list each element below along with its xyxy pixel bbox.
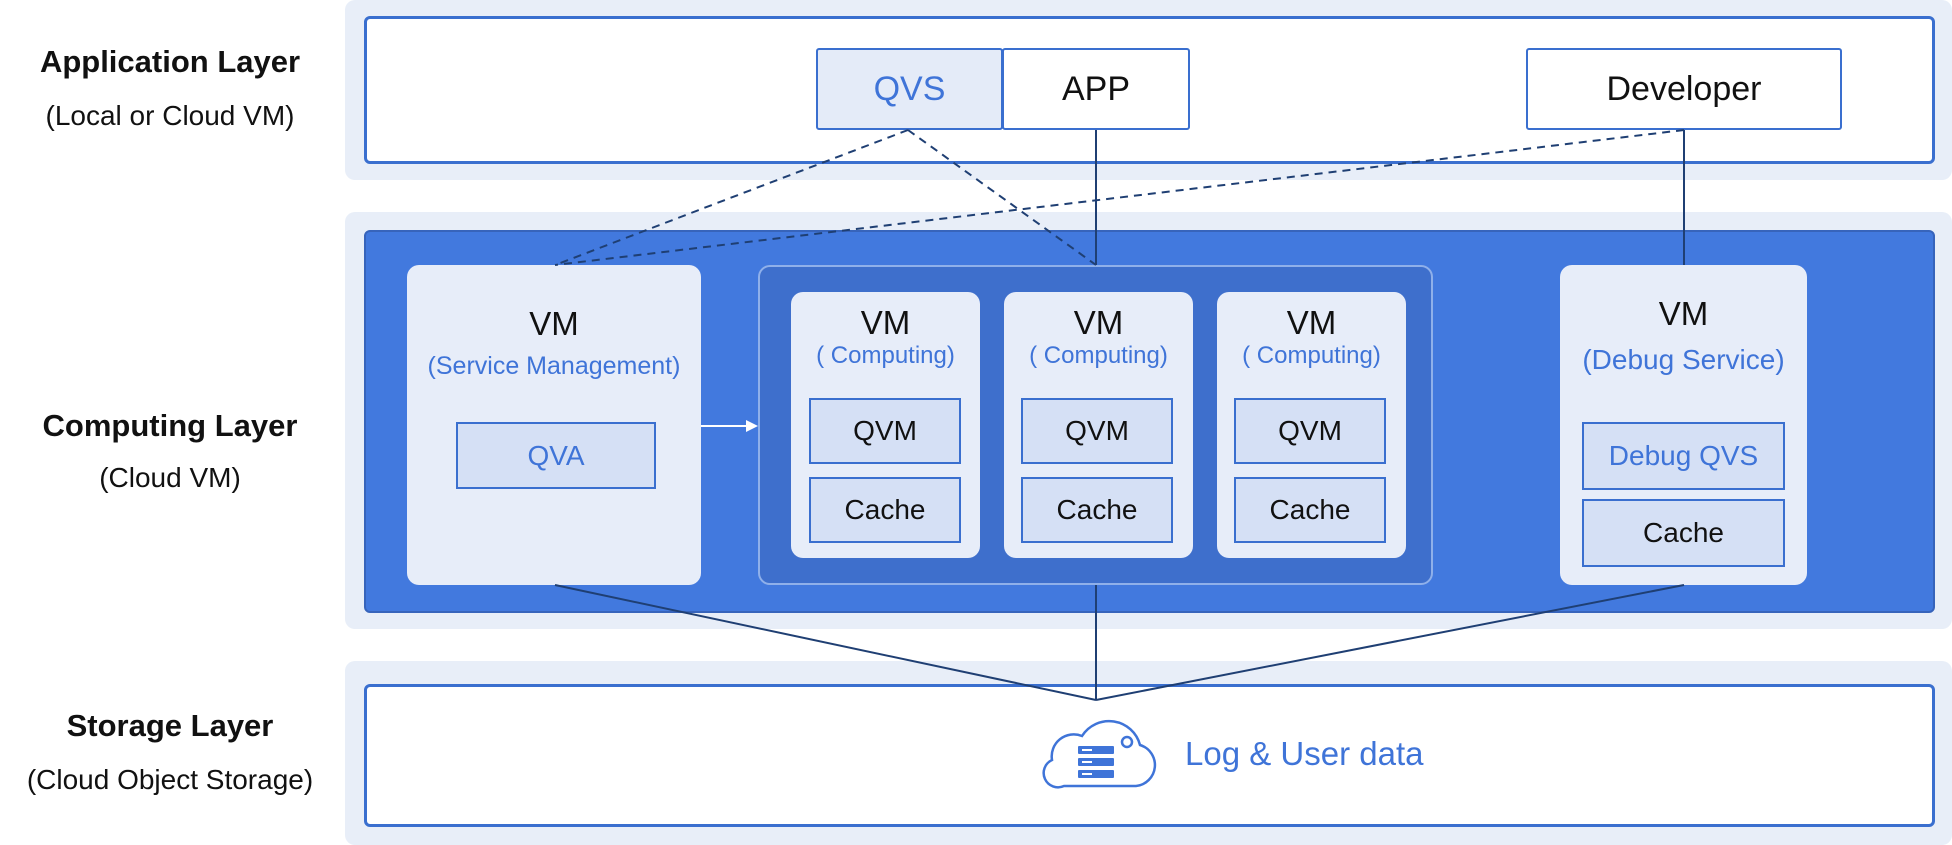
qvs-to-compute-group-line	[907, 129, 1097, 266]
server-stack-icon	[1078, 746, 1114, 778]
service-vm-title: VM	[529, 305, 579, 342]
computing-vm-2-title: VM	[1073, 304, 1124, 341]
developer-to-service-vm-line	[554, 129, 1685, 266]
debug-service-vm: VM (Debug Service) Debug QVS Cache	[1560, 265, 1807, 585]
computing-layer-subtitle: (Cloud VM)	[99, 462, 241, 493]
computing-vm-1-title: VM	[860, 304, 911, 341]
developer-box: Developer	[1526, 48, 1842, 130]
qvm-box: QVM	[809, 398, 961, 464]
service-management-vm: VM (Service Management) QVA	[407, 265, 701, 585]
debug-cache-box: Cache	[1582, 499, 1785, 567]
debug-vm-subtitle: (Debug Service)	[1582, 344, 1785, 375]
storage-label: Log & User data	[1185, 735, 1424, 772]
computing-vm-2-subtitle: ( Computing)	[1029, 342, 1168, 369]
storage-layer-frame	[364, 684, 1935, 827]
debug-vm-title: VM	[1658, 295, 1709, 332]
debug-qvs-box: Debug QVS	[1582, 422, 1785, 490]
qvs-box: QVS	[816, 48, 1003, 130]
app-box: APP	[1002, 48, 1190, 130]
service-to-compute-arrowhead	[746, 420, 758, 432]
service-vm-subtitle: (Service Management)	[427, 352, 681, 380]
service-vm-to-storage-line	[554, 584, 1097, 701]
computing-vm-3: VM ( Computing) QVM Cache	[1217, 292, 1406, 558]
cloud-storage-icon	[1042, 719, 1157, 789]
debug-vm-to-storage-line	[1095, 584, 1685, 701]
cache-box: Cache	[1021, 477, 1173, 543]
computing-vm-3-subtitle: ( Computing)	[1242, 342, 1381, 369]
cache-box: Cache	[809, 477, 961, 543]
computing-vm-3-title: VM	[1286, 304, 1337, 341]
qvs-to-service-vm-line	[554, 129, 909, 266]
computing-vm-2: VM ( Computing) QVM Cache	[1004, 292, 1193, 558]
computing-vm-1-subtitle: ( Computing)	[816, 342, 955, 369]
computing-vm-1: VM ( Computing) QVM Cache	[791, 292, 980, 558]
qvm-box: QVM	[1021, 398, 1173, 464]
storage-layer-subtitle: (Cloud Object Storage)	[26, 764, 314, 795]
qvm-box: QVM	[1234, 398, 1386, 464]
storage-layer-title: Storage Layer	[66, 708, 274, 743]
cache-box: Cache	[1234, 477, 1386, 543]
application-layer-title: Application Layer	[39, 44, 301, 79]
computing-layer-title: Computing Layer	[42, 408, 298, 443]
qva-box: QVA	[456, 422, 656, 489]
application-layer-subtitle: (Local or Cloud VM)	[45, 100, 295, 131]
